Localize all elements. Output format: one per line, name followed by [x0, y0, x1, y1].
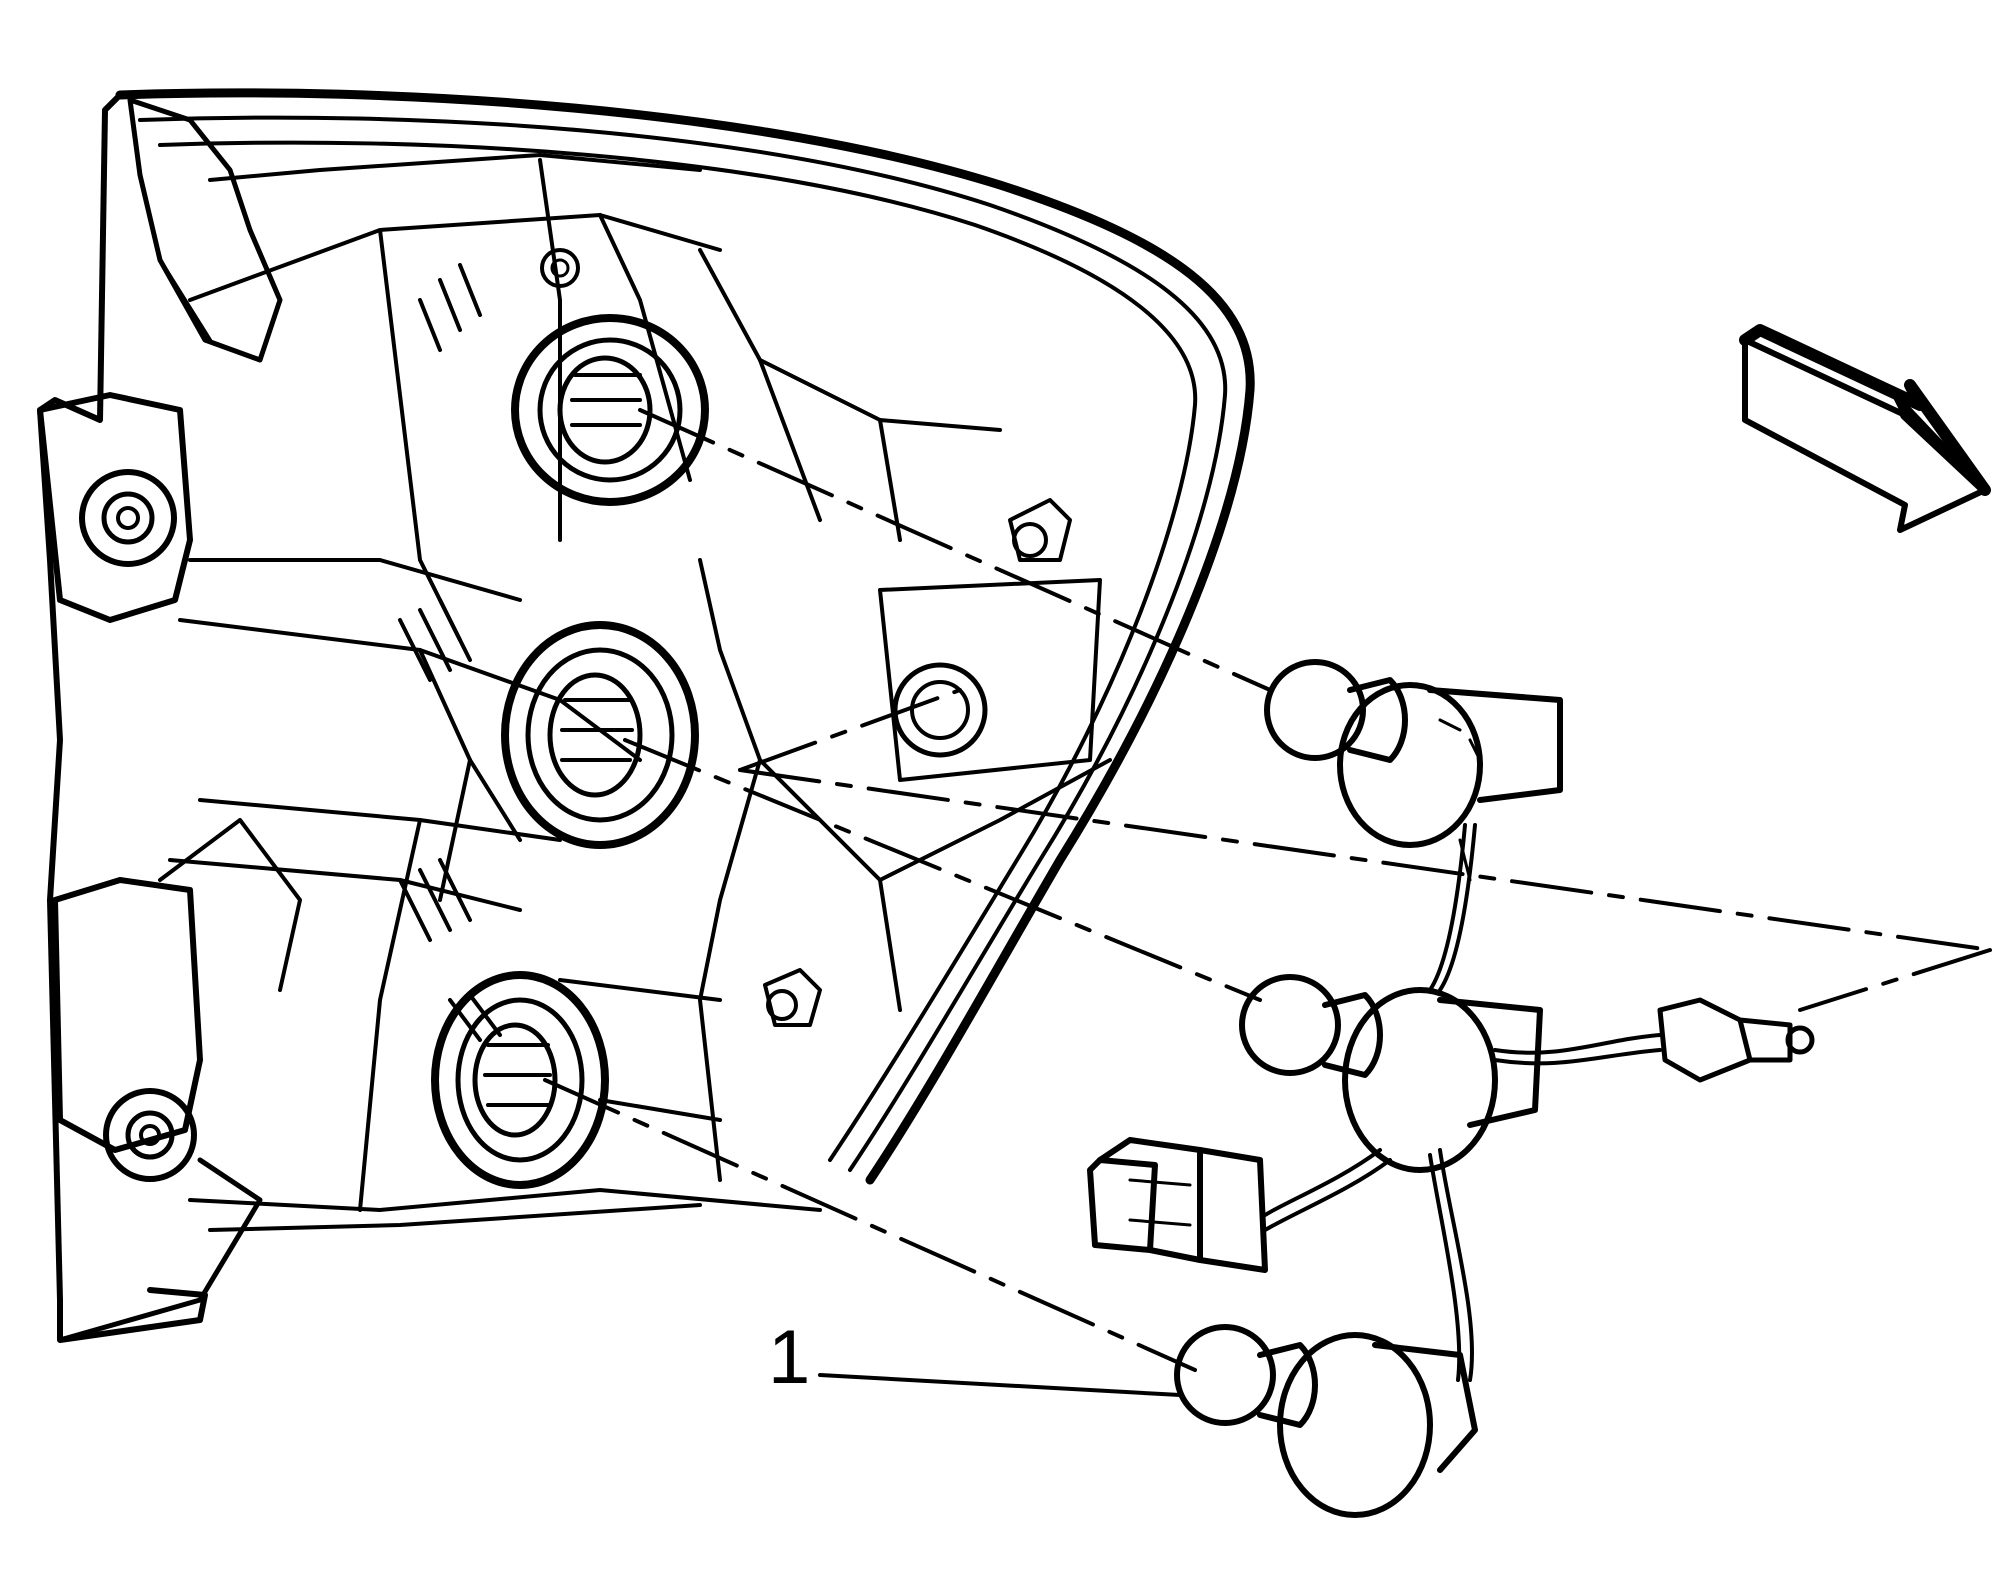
housing-socket-middle [501, 621, 699, 849]
wiring-harness [1263, 823, 1662, 1382]
bulb-socket-upper [1264, 659, 1563, 882]
housing-socket-lower [431, 971, 609, 1189]
callout-leader-1 [818, 1373, 1182, 1397]
wiring-harness-connector [1087, 1137, 1268, 1273]
small-side-bulb [1657, 997, 1815, 1083]
direction-arrow-icon [1739, 324, 1991, 533]
lamp-housing [37, 88, 1255, 1343]
housing-socket-upper [511, 314, 709, 506]
callout-number-1: 1 [768, 1315, 811, 1400]
leader-lines [543, 408, 1992, 1372]
bulb-socket-middle [1239, 974, 1543, 1173]
reflector-structure [168, 153, 1112, 1232]
bulb-socket-lower [1174, 1324, 1478, 1518]
